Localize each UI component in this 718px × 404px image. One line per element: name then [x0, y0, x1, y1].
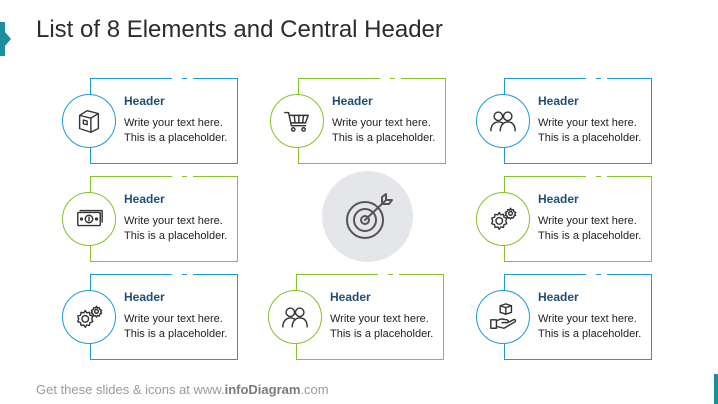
corner-accent-bar [714, 374, 718, 404]
card-4[interactable]: Header Write your text here. This is a p… [62, 173, 240, 262]
card-header: Header [538, 290, 579, 304]
footer-credit: Get these slides & icons at www.infoDiag… [36, 382, 329, 397]
central-header-circle [322, 171, 413, 262]
card-header: Header [538, 192, 579, 206]
card-text-line2: This is a placeholder. [330, 328, 434, 340]
card-text-line2: This is a placeholder. [538, 328, 642, 340]
card-header: Header [332, 94, 373, 108]
gears-icon [476, 192, 530, 246]
card-7[interactable]: Header Write your text here. This is a p… [268, 271, 446, 360]
card-6[interactable]: Header Write your text here. This is a p… [62, 271, 240, 360]
card-text-line1: Write your text here. [124, 215, 223, 227]
people-icon [476, 94, 530, 148]
title-accent-arrow [5, 32, 11, 46]
slide-title: List of 8 Elements and Central Header [36, 16, 443, 43]
card-text-line1: Write your text here. [538, 313, 637, 325]
box-icon [62, 94, 116, 148]
card-5[interactable]: Header Write your text here. This is a p… [476, 173, 654, 262]
card-text-line1: Write your text here. [538, 215, 637, 227]
card-text-line2: This is a placeholder. [124, 132, 228, 144]
cart-icon [270, 94, 324, 148]
card-frame [504, 78, 652, 164]
card-text-line2: This is a placeholder. [124, 230, 228, 242]
footer-brand[interactable]: infoDiagram [224, 382, 301, 397]
card-header: Header [124, 290, 165, 304]
card-text-line1: Write your text here. [538, 117, 637, 129]
target-icon [345, 192, 393, 239]
card-header: Header [330, 290, 371, 304]
card-text-line2: This is a placeholder. [332, 132, 436, 144]
card-text-line2: This is a placeholder. [538, 230, 642, 242]
hand-box-icon [476, 290, 530, 344]
people-icon [268, 290, 322, 344]
card-text-line1: Write your text here. [332, 117, 431, 129]
money-icon [62, 192, 116, 246]
card-text-line2: This is a placeholder. [124, 328, 228, 340]
card-8[interactable]: Header Write your text here. This is a p… [476, 271, 654, 360]
card-text-line1: Write your text here. [330, 313, 429, 325]
card-1[interactable]: Header Write your text here. This is a p… [62, 75, 240, 164]
card-text-line1: Write your text here. [124, 117, 223, 129]
footer-suffix: .com [300, 382, 329, 397]
card-text-line1: Write your text here. [124, 313, 223, 325]
gears-icon [62, 290, 116, 344]
footer-prefix: Get these slides & icons at www. [36, 382, 225, 397]
card-header: Header [124, 192, 165, 206]
card-text-line2: This is a placeholder. [538, 132, 642, 144]
card-3[interactable]: Header Write your text here. This is a p… [476, 75, 654, 164]
card-header: Header [538, 94, 579, 108]
card-header: Header [124, 94, 165, 108]
title-accent-bar [0, 22, 5, 56]
card-2[interactable]: Header Write your text here. This is a p… [270, 75, 448, 164]
